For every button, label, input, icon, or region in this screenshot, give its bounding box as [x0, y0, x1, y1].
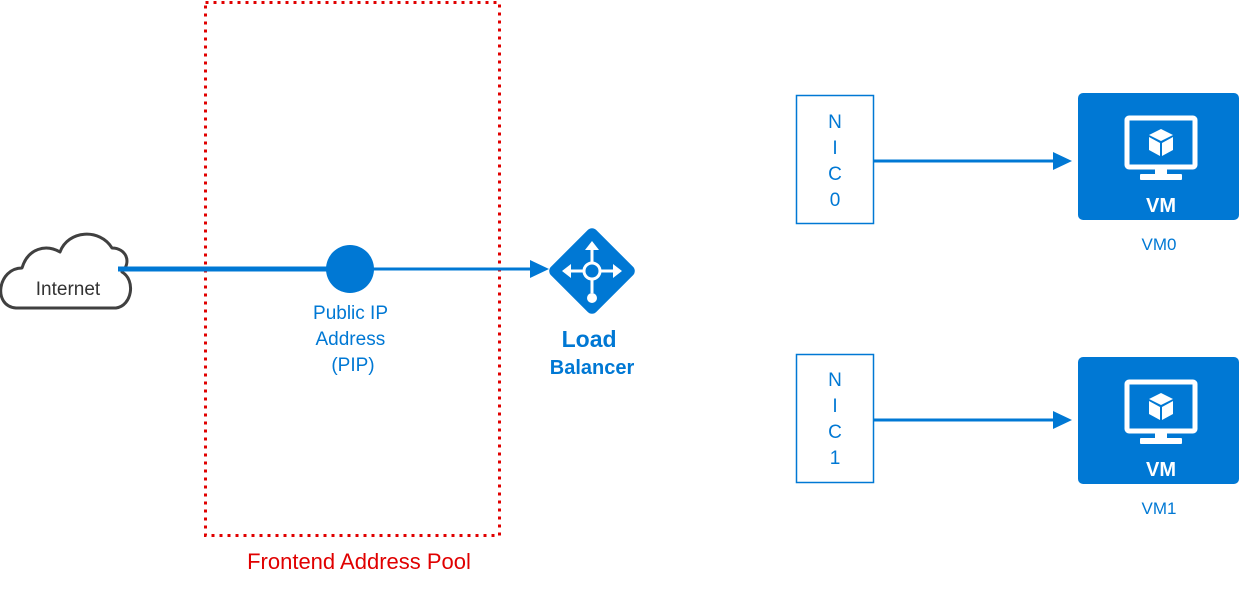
vm-1-tile-label: VM	[1146, 459, 1176, 481]
vm-0-caption: VM0	[1142, 235, 1177, 254]
load-balancer-icon	[549, 228, 635, 314]
nic-0-to-vm-0-arrowhead	[1053, 152, 1072, 170]
load-balancer-label: Load Balancer	[550, 326, 635, 379]
pip-label-line-3: (PIP)	[331, 355, 374, 376]
nic-0-letter: C	[828, 164, 842, 185]
vm-1-node: VM VM1	[1078, 357, 1239, 518]
nic-1-node: N I C 1	[795, 353, 875, 484]
nic-0-node: N I C 0	[795, 94, 875, 225]
internet-node: Internet	[0, 232, 132, 310]
nic-1-box	[795, 353, 875, 484]
pip-label-line-2: Address	[316, 329, 386, 350]
nic-0-letter: 0	[830, 190, 841, 211]
vm-0-node: VM VM0	[1078, 93, 1239, 254]
nic-1-letter: C	[828, 422, 842, 443]
vm-0-tile-label: VM	[1146, 195, 1176, 217]
nic-1-letter: I	[832, 396, 837, 417]
pip-label-line-1: Public IP	[313, 303, 388, 324]
nic-1-letter: N	[828, 370, 842, 391]
monitor-cube-icon	[1124, 379, 1198, 444]
internet-label: Internet	[36, 279, 101, 300]
vm-1-caption: VM1	[1142, 499, 1177, 518]
vm-0-tile	[1078, 93, 1239, 220]
nic-0-letter: N	[828, 112, 842, 133]
cloud-icon	[0, 232, 132, 310]
vm-1-tile	[1078, 357, 1239, 484]
nic-0-letter: I	[832, 138, 837, 159]
lb-label-line-2: Balancer	[550, 357, 635, 379]
nic-1-letter: 1	[830, 448, 841, 469]
lb-label-line-1: Load	[562, 326, 617, 352]
pip-label: Public IP Address (PIP)	[313, 303, 393, 376]
nic-1-to-vm-1-arrowhead	[1053, 411, 1072, 429]
load-balancer-node: Load Balancer	[549, 228, 635, 379]
frontend-pool-label: Frontend Address Pool	[247, 549, 471, 574]
pip-circle-icon	[326, 245, 374, 293]
monitor-cube-icon	[1124, 115, 1198, 180]
nic-0-box	[795, 94, 875, 225]
pip-to-lb-arrowhead	[530, 260, 549, 278]
